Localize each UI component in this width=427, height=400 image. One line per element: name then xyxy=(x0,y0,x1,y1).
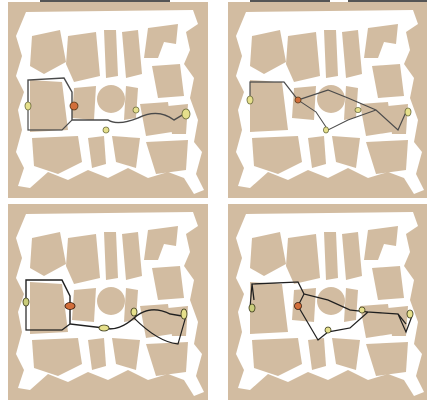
map-panel-top-right xyxy=(228,2,427,198)
waypoint-node xyxy=(247,96,253,104)
start-node xyxy=(65,303,75,310)
goal-node xyxy=(405,108,411,116)
waypoint-node xyxy=(131,308,137,316)
map-panel-bottom-left xyxy=(8,204,208,400)
waypoint-node xyxy=(359,307,365,313)
start-node xyxy=(70,102,78,110)
start-node xyxy=(295,303,302,310)
waypoint-node xyxy=(249,304,255,312)
goal-node xyxy=(182,109,190,119)
waypoint-node xyxy=(99,325,109,331)
waypoint-node xyxy=(103,127,109,133)
waypoint-node xyxy=(133,107,139,113)
waypoint-node xyxy=(25,102,31,110)
waypoint-node xyxy=(325,327,331,333)
waypoint-node xyxy=(355,108,361,113)
goal-node xyxy=(407,310,413,318)
waypoint-node xyxy=(324,127,329,133)
map-panel-bottom-right xyxy=(228,204,427,400)
start-node xyxy=(295,97,301,103)
map-panel-top-left xyxy=(8,2,208,198)
waypoint-node xyxy=(23,298,29,306)
goal-node xyxy=(181,309,187,319)
